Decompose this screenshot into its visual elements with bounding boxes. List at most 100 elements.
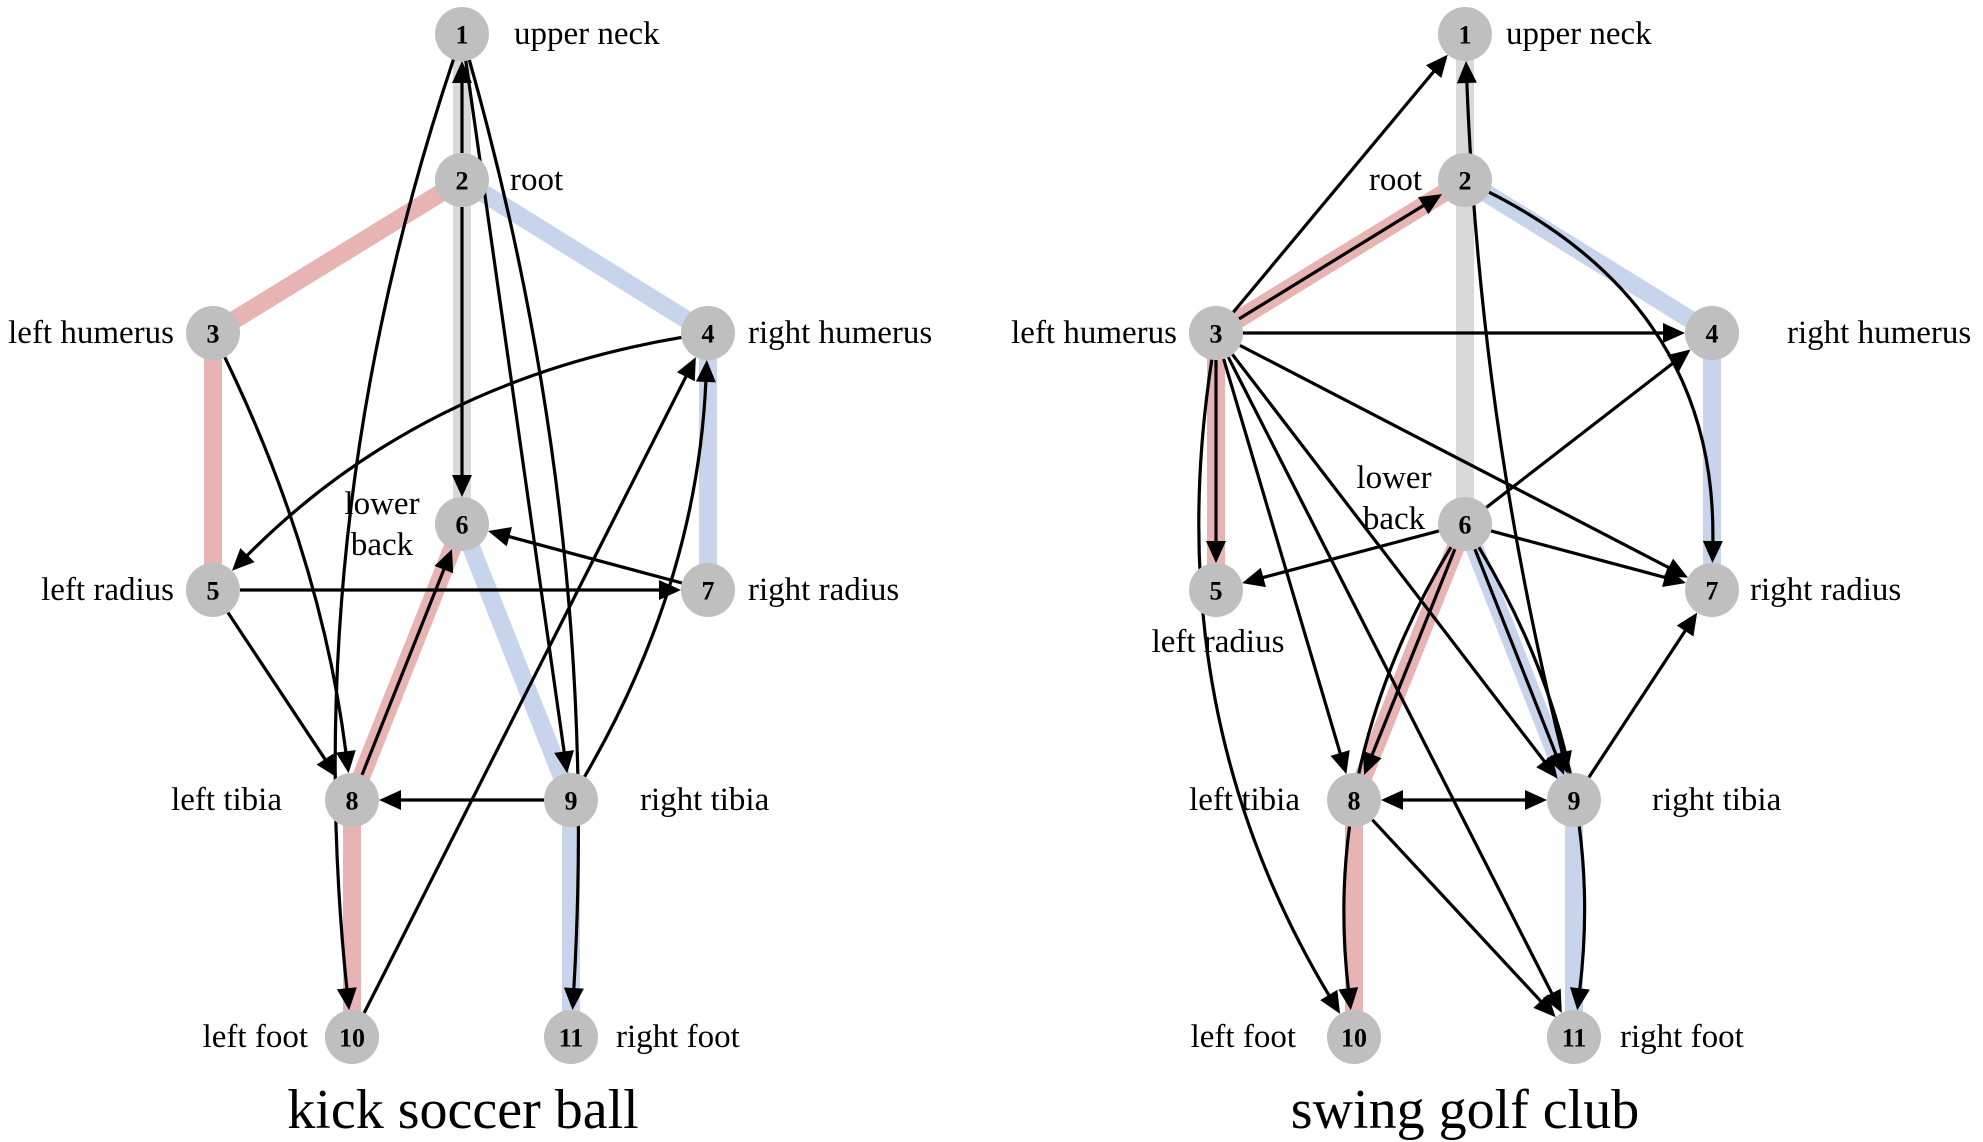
edge-line — [467, 59, 581, 991]
joint-label-4: right humerus — [748, 315, 932, 351]
joint-circle — [186, 306, 240, 360]
joint-circle — [1685, 306, 1739, 360]
edge-line — [1239, 344, 1672, 570]
joint-node-10: 10 — [1327, 1010, 1381, 1064]
joint-number: 9 — [565, 787, 578, 816]
edge-line — [333, 59, 455, 991]
arrowhead-icon — [1676, 612, 1698, 637]
edge-9-8 — [379, 790, 544, 810]
joint-nodes: 1 2 3 4 5 6 7 8 9 10 11 — [1189, 7, 1739, 1064]
joint-number: 2 — [1459, 167, 1472, 196]
edge-line — [244, 335, 682, 558]
joint-circle — [435, 153, 489, 207]
joint-node-2: 2 — [1438, 153, 1492, 207]
joint-node-2: 2 — [435, 153, 489, 207]
joint-circle — [1547, 773, 1601, 827]
edge-3-2 — [1238, 194, 1442, 321]
arrowhead-icon — [231, 548, 255, 571]
joint-number: 4 — [1706, 320, 1719, 349]
edge-line — [1473, 548, 1559, 757]
joint-number: 5 — [1210, 577, 1223, 606]
joint-circle — [1438, 497, 1492, 551]
joint-number: 1 — [456, 21, 469, 50]
arrowhead-icon — [1425, 54, 1448, 79]
joint-label-2: root — [1369, 162, 1422, 198]
joint-node-7: 7 — [681, 563, 735, 617]
joint-label-10: left foot — [203, 1019, 308, 1055]
edge-4-5 — [231, 335, 682, 571]
edge-3-5 — [1206, 360, 1226, 563]
joint-circle — [681, 306, 735, 360]
joint-circle — [1189, 306, 1243, 360]
dependency-edges — [223, 59, 716, 1014]
edge-6-4 — [1485, 349, 1691, 509]
joint-node-8: 8 — [1327, 773, 1381, 827]
edge-5-7 — [240, 580, 681, 600]
joint-number: 7 — [702, 577, 715, 606]
joint-node-8: 8 — [325, 773, 379, 827]
joint-label-2: root — [510, 162, 563, 198]
joint-number: 10 — [339, 1024, 365, 1053]
arrowhead-icon — [1381, 790, 1403, 810]
arrowhead-icon — [676, 357, 696, 382]
edge-line — [583, 379, 708, 778]
edge-3-1 — [1232, 54, 1448, 314]
edge-line — [1226, 356, 1555, 996]
arrowhead-icon — [1542, 988, 1562, 1013]
joint-node-4: 4 — [681, 306, 735, 360]
joint-number: 3 — [1210, 320, 1223, 349]
joint-label-10: left foot — [1191, 1019, 1296, 1055]
edge-line — [1261, 529, 1440, 580]
arrowhead-icon — [1363, 750, 1382, 775]
arrowhead-icon — [554, 750, 574, 774]
arrowhead-icon — [1663, 323, 1685, 343]
edge-3-8 — [223, 356, 356, 774]
joint-node-9: 9 — [1547, 773, 1601, 827]
arrowhead-icon — [434, 549, 454, 574]
arrowhead-icon — [336, 987, 357, 1011]
edge-line — [362, 374, 689, 1014]
arrowhead-icon — [1418, 194, 1442, 215]
joint-node-3: 3 — [186, 306, 240, 360]
arrowhead-icon — [488, 527, 512, 547]
arrowhead-icon — [1662, 567, 1686, 588]
joint-node-7: 7 — [1685, 563, 1739, 617]
joint-circle — [1685, 563, 1739, 617]
arrowhead-icon — [1330, 750, 1350, 775]
arrowhead-icon — [1525, 790, 1547, 810]
arrowhead-icon — [1338, 987, 1359, 1011]
joint-circle — [1438, 153, 1492, 207]
joint-label-11: right foot — [616, 1019, 740, 1055]
joint-circle — [325, 773, 379, 827]
edge-line — [1231, 353, 1547, 764]
joint-circle — [544, 773, 598, 827]
joint-node-11: 11 — [1547, 1010, 1601, 1064]
joint-label-6: back — [1363, 501, 1426, 537]
bone-6-9 — [453, 520, 580, 804]
joint-node-1: 1 — [1438, 7, 1492, 61]
joint-number: 6 — [456, 511, 469, 540]
joint-circle — [1327, 1010, 1381, 1064]
joint-label-7: right radius — [748, 572, 899, 608]
joint-node-6: 6 — [1438, 497, 1492, 551]
edge-6-8 — [1363, 548, 1457, 775]
joint-number: 3 — [207, 320, 220, 349]
joint-number: 4 — [702, 320, 715, 349]
joint-label-11: right foot — [1620, 1019, 1744, 1055]
joint-label-6: lower — [1356, 460, 1431, 496]
edge-2-6 — [452, 207, 472, 497]
joint-label-8: left tibia — [1189, 782, 1300, 818]
joint-circle — [1438, 7, 1492, 61]
arrowhead-icon — [1320, 989, 1341, 1014]
joint-label-7: right radius — [1750, 572, 1901, 608]
edge-line — [1477, 546, 1587, 991]
bone-2-4 — [457, 172, 713, 341]
edge-line — [1232, 69, 1437, 314]
arrowhead-icon — [1533, 994, 1556, 1018]
joint-label-8: left tibia — [171, 782, 282, 818]
joint-label-1: upper neck — [514, 16, 660, 52]
